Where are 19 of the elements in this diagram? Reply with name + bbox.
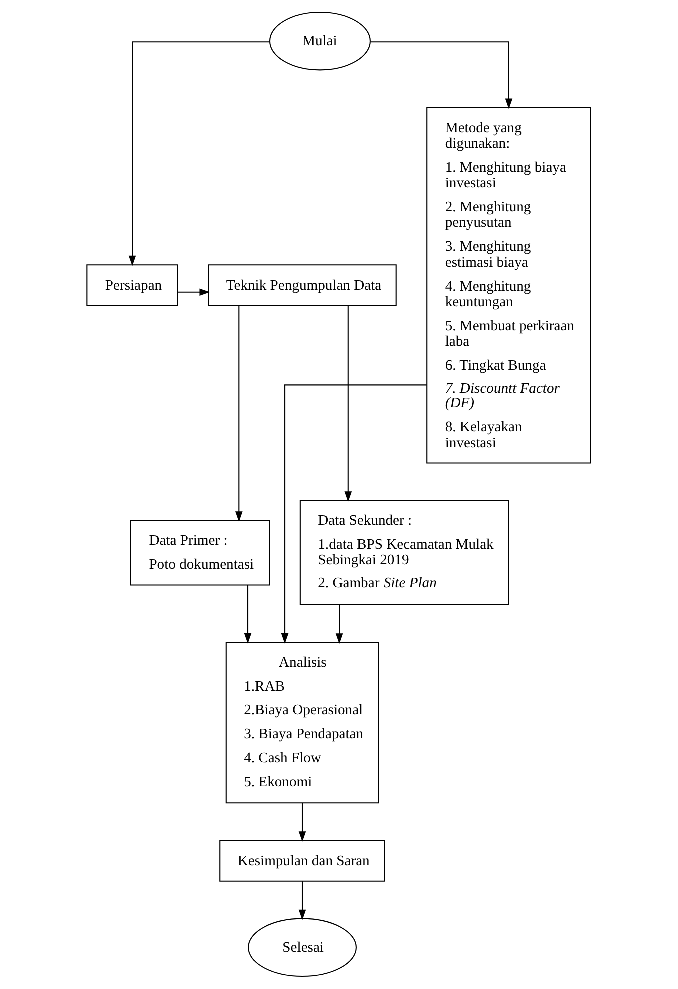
arrow [298,882,306,920]
node-ellipse: Selesai [248,918,357,978]
node-box: Data Primer : Poto dokumentasi [130,520,270,586]
node-box: Metode yang digunakan: 1. Menghitung biaya investasi 2. Menghitung penyusutan 3. Menghitung estimasi biaya 4. Menghitung keuntungan 5. Membuat perkiraan laba 6. Tingkat Bunga 7. Discountt Factor (DF) 8. Kelayakan investasi [426,107,592,464]
node-box: Data Sekunder : 1.data BPS Kecamatan Mulak Sebingkai 2019 2. Gambar Site Plan [300,500,510,606]
node-box: Analisis 1.RAB 2.Biaya Operasional 3. Biaya Pendapatan 4. Cash Flow 5. Ekonomi [226,642,380,804]
arrow [178,288,210,296]
arrow [244,585,252,644]
arrow [370,42,513,110]
arrow [128,42,270,266]
node-box: Persiapan [86,264,178,306]
arrow [236,306,243,522]
arrow [336,605,344,644]
node-box: Kesimpulan dan Saran [220,840,386,882]
arrow [281,384,427,644]
arrow [344,306,352,502]
node-ellipse: Mulai [269,12,371,71]
node-box: Teknik Pengumpulan Data [208,264,397,306]
arrow [298,803,306,842]
